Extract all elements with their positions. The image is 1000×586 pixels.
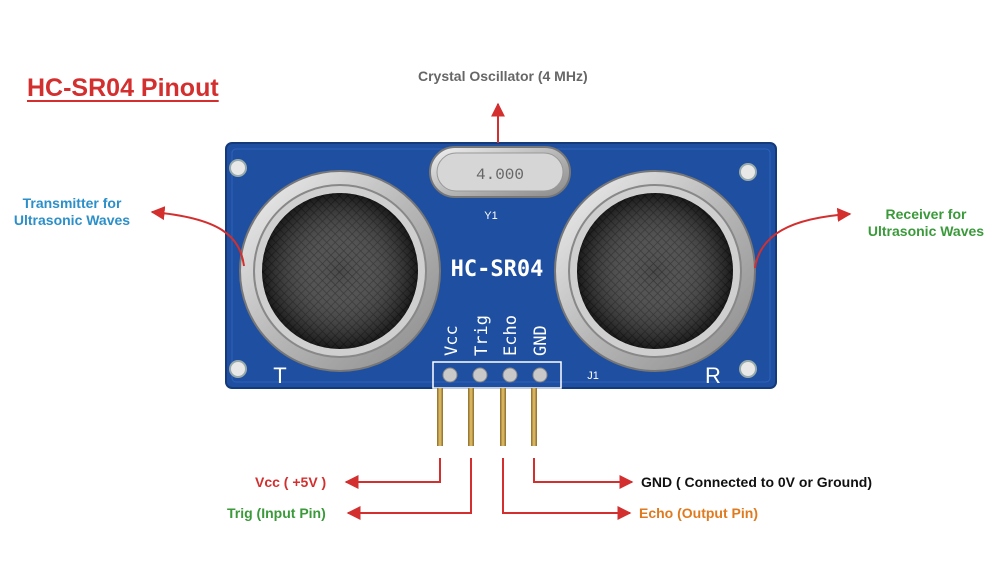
pin-label-vcc: Vcc: [442, 325, 462, 356]
pin-pad: [442, 367, 458, 383]
receiver-callout-line1: Receiver for: [885, 206, 967, 222]
crystal-oscillator: 4.000: [429, 146, 571, 198]
transmitter-mark: T: [273, 363, 286, 388]
mounting-hole: [739, 163, 757, 181]
transmitter-can: [239, 170, 441, 372]
pin-pad: [472, 367, 488, 383]
pin-label-gnd: GND: [531, 325, 551, 356]
pin-pad: [532, 367, 548, 383]
pin-label-trig: Trig: [472, 315, 492, 356]
receiver-can: [554, 170, 756, 372]
receiver-mark: R: [705, 363, 721, 388]
arrow-gnd: [533, 458, 634, 489]
pin-gnd: [531, 388, 537, 446]
transmitter-callout-line2: Ultrasonic Waves: [13, 212, 131, 228]
header-ref: J1: [587, 370, 599, 382]
mounting-hole: [739, 360, 757, 378]
receiver-callout-line2: Ultrasonic Waves: [867, 223, 985, 239]
arrow-receiver: [754, 207, 852, 269]
pin-label-echo: Echo: [501, 315, 521, 356]
arrow-transmitter: [150, 206, 245, 267]
crystal-callout: Crystal Oscillator (4 MHz): [418, 68, 588, 84]
board-model: HC-SR04: [451, 257, 544, 282]
pin-vcc: [437, 388, 443, 446]
pin-header-outline: [432, 361, 562, 389]
arrow-echo: [502, 458, 632, 520]
transmitter-callout-line1: Transmitter for: [22, 195, 122, 211]
pin-echo: [500, 388, 506, 446]
crystal-marking: 4.000: [476, 166, 524, 184]
pin-trig: [468, 388, 474, 446]
arrow-trig: [346, 458, 472, 520]
transmitter-callout: Transmitter for Ultrasonic Waves: [4, 195, 140, 229]
arrow-vcc: [344, 458, 441, 489]
diagram-title: HC-SR04 Pinout: [27, 74, 219, 102]
receiver-callout: Receiver for Ultrasonic Waves: [858, 206, 994, 240]
echo-callout: Echo (Output Pin): [639, 505, 758, 521]
mounting-hole: [229, 159, 247, 177]
vcc-callout: Vcc ( +5V ): [255, 474, 327, 490]
crystal-ref: Y1: [484, 210, 497, 222]
trig-callout: Trig (Input Pin): [227, 505, 326, 521]
mounting-hole: [229, 360, 247, 378]
pin-pad: [502, 367, 518, 383]
gnd-callout: GND ( Connected to 0V or Ground): [641, 474, 872, 490]
